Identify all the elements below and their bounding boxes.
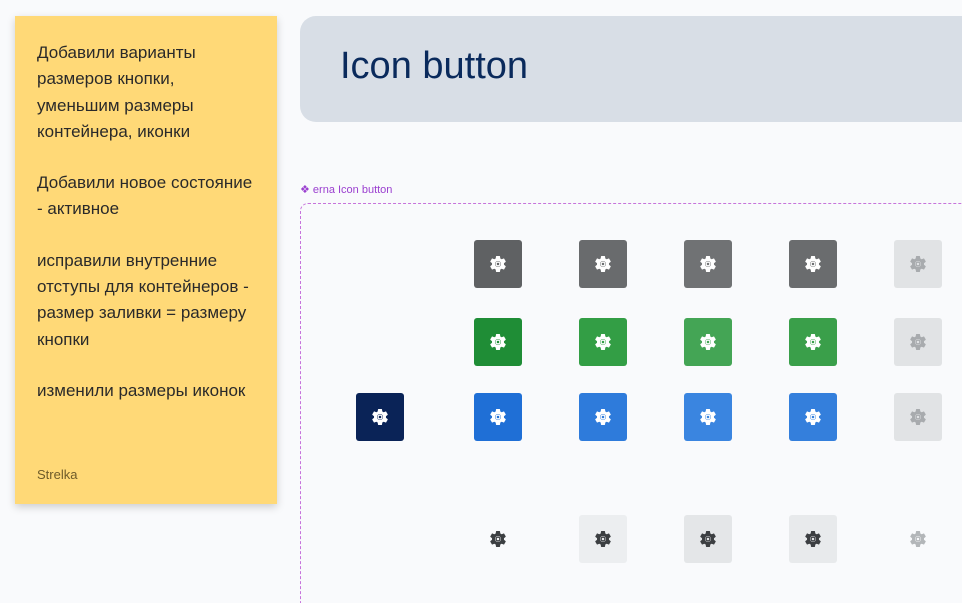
note-author: Strelka (37, 467, 78, 482)
icon-button-neutral-5[interactable] (894, 240, 942, 288)
icon-button-ghost-5[interactable] (894, 515, 942, 563)
icon-button-primary-3[interactable] (684, 393, 732, 441)
gear-icon (595, 334, 611, 350)
component-frame[interactable] (300, 203, 962, 603)
gear-icon (372, 409, 388, 425)
sticky-note: Добавили варианты размеров кнопки, умень… (15, 16, 277, 504)
icon-button-success-2[interactable] (579, 318, 627, 366)
icon-button-success-5[interactable] (894, 318, 942, 366)
note-paragraph-1: Добавили варианты размеров кнопки, умень… (37, 43, 196, 141)
note-paragraph-2: Добавили новое состояние - активное (37, 173, 253, 219)
gear-icon (490, 531, 506, 547)
icon-button-primary-active[interactable] (356, 393, 404, 441)
icon-button-neutral-3[interactable] (684, 240, 732, 288)
icon-button-success-1[interactable] (474, 318, 522, 366)
gear-icon (595, 409, 611, 425)
gear-icon (490, 256, 506, 272)
gear-icon (490, 334, 506, 350)
icon-button-primary-1[interactable] (474, 393, 522, 441)
icon-button-ghost-4[interactable] (789, 515, 837, 563)
icon-button-ghost-1[interactable] (474, 515, 522, 563)
icon-button-ghost-3[interactable] (684, 515, 732, 563)
gear-icon (805, 409, 821, 425)
note-paragraph-4: изменили размеры иконок (37, 380, 246, 400)
icon-button-neutral-1[interactable] (474, 240, 522, 288)
gear-icon (805, 531, 821, 547)
gear-icon (910, 256, 926, 272)
page-header: Icon button (300, 16, 962, 122)
gear-icon (700, 334, 716, 350)
gear-icon (595, 531, 611, 547)
component-label[interactable]: ❖ erna Icon button (300, 184, 393, 196)
gear-icon (910, 334, 926, 350)
gear-icon (700, 531, 716, 547)
page-title: Icon button (340, 45, 529, 87)
icon-button-success-4[interactable] (789, 318, 837, 366)
gear-icon (700, 256, 716, 272)
gear-icon (805, 256, 821, 272)
gear-icon (910, 531, 926, 547)
icon-button-primary-5[interactable] (894, 393, 942, 441)
icon-button-primary-4[interactable] (789, 393, 837, 441)
icon-button-primary-2[interactable] (579, 393, 627, 441)
icon-button-neutral-4[interactable] (789, 240, 837, 288)
note-paragraph-3: исправили внутренние отступы для контейн… (37, 250, 249, 349)
icon-button-success-3[interactable] (684, 318, 732, 366)
icon-button-neutral-2[interactable] (579, 240, 627, 288)
gear-icon (595, 256, 611, 272)
gear-icon (700, 409, 716, 425)
icon-button-ghost-2[interactable] (579, 515, 627, 563)
gear-icon (910, 409, 926, 425)
gear-icon (805, 334, 821, 350)
gear-icon (490, 409, 506, 425)
